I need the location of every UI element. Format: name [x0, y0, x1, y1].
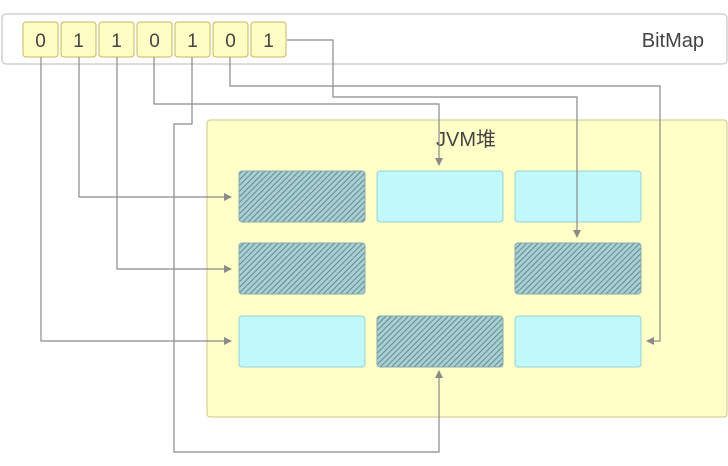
heap-object-free [376, 170, 504, 223]
bit-value: 0 [149, 31, 160, 52]
bitmap-label: BitMap [642, 30, 704, 52]
arrow-bit-4 [173, 57, 443, 453]
heap-object-used [238, 242, 366, 295]
arrow-bit-3 [153, 57, 443, 166]
bitmap-bits: 0 1 1 0 1 0 1 [22, 21, 287, 58]
arrow-bit-6 [287, 39, 581, 238]
heap-object-free [238, 315, 366, 368]
heap-objects [238, 170, 642, 368]
bit-value: 0 [35, 31, 46, 52]
bit-value: 1 [111, 31, 122, 52]
arrow-bit-2 [116, 57, 232, 273]
bit-value: 1 [73, 31, 84, 52]
heap-object-free [514, 315, 642, 368]
bit-value: 0 [225, 31, 236, 52]
heap-object-used [514, 242, 642, 295]
bit-to-object-arrows [40, 39, 661, 453]
bit-cell [250, 21, 287, 58]
jvm-heap-label: JVM堆 [436, 128, 496, 151]
bit-value: 1 [187, 31, 198, 52]
heap-object-used [376, 315, 504, 368]
heap-object-free [514, 170, 642, 223]
arrow-bit-0 [40, 57, 232, 345]
arrow-bit-1 [78, 57, 232, 201]
bit-value: 1 [263, 31, 274, 52]
heap-object-used [238, 170, 366, 223]
arrow-bit-5 [229, 57, 661, 345]
